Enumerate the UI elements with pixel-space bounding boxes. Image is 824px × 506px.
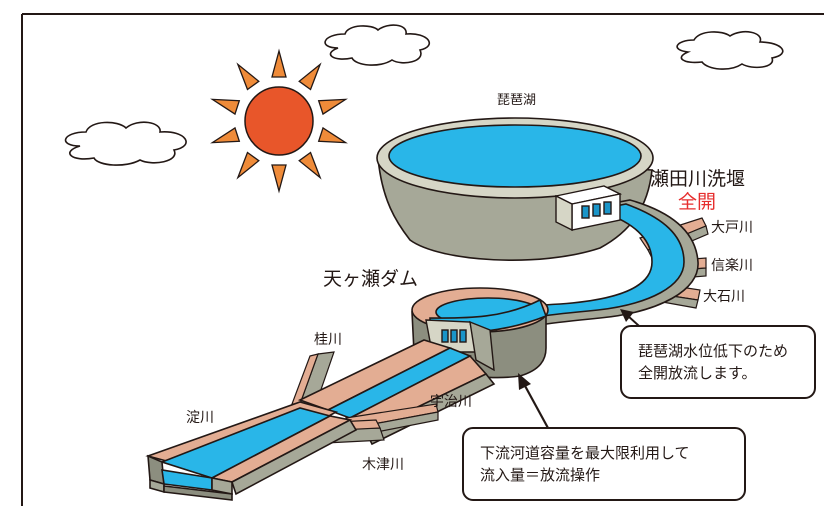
seta-weir-label: 瀬田川洗堰 <box>650 168 746 190</box>
cloud-icon <box>324 24 431 66</box>
uji-river-label: 宇治川 <box>430 394 472 410</box>
oishi-river-label: 大石川 <box>703 289 745 305</box>
katsura-river-label: 桂川 <box>314 332 342 348</box>
sun-icon <box>210 48 348 194</box>
seta-status-label: 全開 <box>678 191 717 213</box>
yodo-river <box>145 401 358 501</box>
cloud-icon <box>64 121 187 166</box>
seta-weir <box>553 185 623 232</box>
oto-river-label: 大戸川 <box>711 220 753 236</box>
cloud-icon <box>676 30 784 70</box>
kizu-river-label: 木津川 <box>362 457 404 473</box>
lake-basin <box>376 117 654 261</box>
dam-operation-callout-line1: 下流河道容量を最大限利用して <box>480 444 690 462</box>
dam-operation-callout: 下流河道容量を最大限利用して 流入量＝放流操作 <box>462 427 746 501</box>
amagase-dam-label: 天ヶ瀬ダム <box>323 268 419 290</box>
yodo-river-label: 淀川 <box>186 410 214 426</box>
shigaraki-river-label: 信楽川 <box>711 258 753 274</box>
lake-level-callout-line2: 全開放流します。 <box>638 364 757 382</box>
arrow-icon <box>518 373 549 429</box>
lake-level-callout: 琵琶湖水位低下のため 全開放流します。 <box>620 325 816 399</box>
dam-operation-callout-line2: 流入量＝放流操作 <box>480 466 601 484</box>
lake-label: 琵琶湖 <box>497 93 537 108</box>
lake-level-callout-line1: 琵琶湖水位低下のため <box>638 342 789 360</box>
